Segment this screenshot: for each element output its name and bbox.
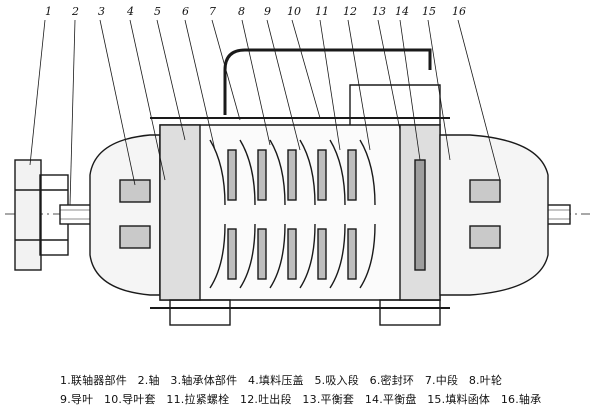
discharge-branch: [349, 84, 441, 125]
legend-row-2: 9.导叶 10.导叶套 11.拉紧螺栓 12.吐出段 13.平衡套 14.平衡盘…: [60, 391, 548, 407]
legend-item: 2.轴: [137, 374, 160, 387]
pump-casing: [159, 124, 441, 301]
legend-item: 15.填料函体: [427, 393, 491, 406]
callout-4: 4: [126, 5, 134, 18]
foot-right: [379, 299, 441, 326]
legend-item: 3.轴承体部件: [170, 374, 238, 387]
parts-legend: 1.联轴器部件 2.轴 3.轴承体部件 4.填料压盖 5.吸入段 6.密封环 7…: [0, 360, 600, 413]
legend-item: 5.吸入段: [314, 374, 359, 387]
callout-9: 9: [264, 5, 271, 18]
callout-13: 13: [372, 5, 386, 18]
callout-3: 3: [98, 5, 105, 18]
callout-8: 8: [238, 5, 245, 18]
legend-item: 11.拉紧螺栓: [166, 393, 230, 406]
impeller-stages: [209, 139, 376, 289]
balance-pipe: [223, 48, 432, 115]
callout-numbers: 1 2 3 4 5 6 7 8 9 10 11 12 13 14 15 16: [45, 5, 466, 18]
foot-left: [169, 299, 231, 326]
callout-15: 15: [422, 5, 436, 18]
legend-item: 14.平衡盘: [364, 393, 417, 406]
legend-item: 4.填料压盖: [248, 374, 304, 387]
legend-item: 1.联轴器部件: [60, 374, 127, 387]
callout-12: 12: [343, 5, 357, 18]
pump-cross-section-drawing: 1 2 3 4 5 6 7 8 9 10 11 12 13 14 15 16: [5, 5, 590, 326]
coupling: [14, 159, 69, 271]
legend-item: 10.导叶套: [104, 393, 156, 406]
legend-item: 13.平衡套: [302, 393, 355, 406]
callout-6: 6: [182, 5, 189, 18]
callout-11: 11: [315, 5, 329, 18]
callout-14: 14: [395, 5, 409, 18]
legend-item: 6.密封环: [369, 374, 415, 387]
leader-lines: [29, 19, 501, 206]
legend-item: 9.导叶: [60, 393, 94, 406]
callout-16: 16: [452, 5, 466, 18]
legend-item: 7.中段: [424, 374, 459, 387]
legend-item: 16.轴承: [500, 393, 542, 406]
callout-10: 10: [287, 5, 301, 18]
legend-row-1: 1.联轴器部件 2.轴 3.轴承体部件 4.填料压盖 5.吸入段 6.密封环 7…: [60, 372, 509, 388]
callout-1: 1: [45, 5, 52, 18]
callout-5: 5: [154, 5, 161, 18]
balance-disc: [414, 159, 426, 271]
left-bearing-housing: [89, 134, 161, 296]
legend-item: 8.叶轮: [468, 374, 503, 387]
legend-item: 12.吐出段: [240, 393, 292, 406]
callout-2: 2: [71, 5, 79, 18]
right-bearing-housing: [439, 134, 549, 296]
callout-7: 7: [209, 5, 216, 18]
